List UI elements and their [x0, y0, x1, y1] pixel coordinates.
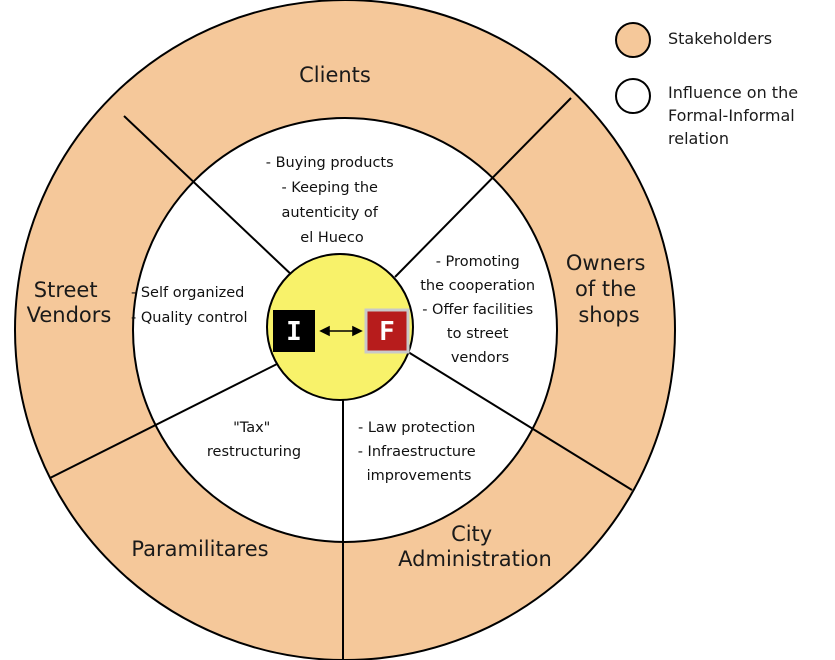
formal-box-bg — [364, 308, 410, 354]
legend-swatch-stakeholders — [615, 22, 651, 58]
formal-letter: F — [379, 317, 395, 347]
arrow-head-left — [319, 325, 330, 337]
bidirectional-arrow-icon — [319, 325, 363, 337]
influence-label-paramilitares: "Tax" restructuring — [207, 420, 301, 460]
formal-informal-core — [266, 253, 414, 401]
divider-owners-city — [399, 346, 633, 491]
divider-clients-owners — [394, 97, 572, 278]
legend: Stakeholders Influence on the Formal-Inf… — [615, 22, 803, 148]
sector-dividers — [49, 97, 633, 660]
influence-label-city-administration: - Law protection - Infraestructure impro… — [358, 420, 481, 484]
stakeholder-label-paramilitares: Paramilitares — [131, 537, 268, 561]
legend-swatch-influence — [615, 78, 651, 114]
influence-label-street-vendors: - Self organized - Quality control — [131, 285, 249, 326]
stakeholder-label-street-vendors: Street Vendors — [27, 278, 112, 327]
arrow-head-right — [352, 325, 363, 337]
informal-letter: I — [286, 317, 302, 347]
informal-box-bg — [273, 310, 315, 352]
stakeholder-label-city-administration: City Administration — [398, 522, 552, 571]
legend-label-influence: Influence on the Formal-Informal relatio… — [668, 83, 803, 148]
divider-paramilitares-vendors — [49, 359, 286, 479]
legend-label-stakeholders: Stakeholders — [668, 29, 772, 48]
stakeholder-label-clients: Clients — [299, 63, 371, 87]
influence-label-owners: - Promoting the cooperation - Offer faci… — [420, 254, 539, 366]
informal-box: I — [273, 310, 315, 352]
influence-label-clients: - Buying products - Keeping the autentic… — [266, 155, 399, 246]
stakeholder-label-owners: Owners of the shops — [566, 251, 652, 327]
formal-box: F — [364, 308, 410, 354]
divider-vendors-clients — [123, 115, 296, 279]
